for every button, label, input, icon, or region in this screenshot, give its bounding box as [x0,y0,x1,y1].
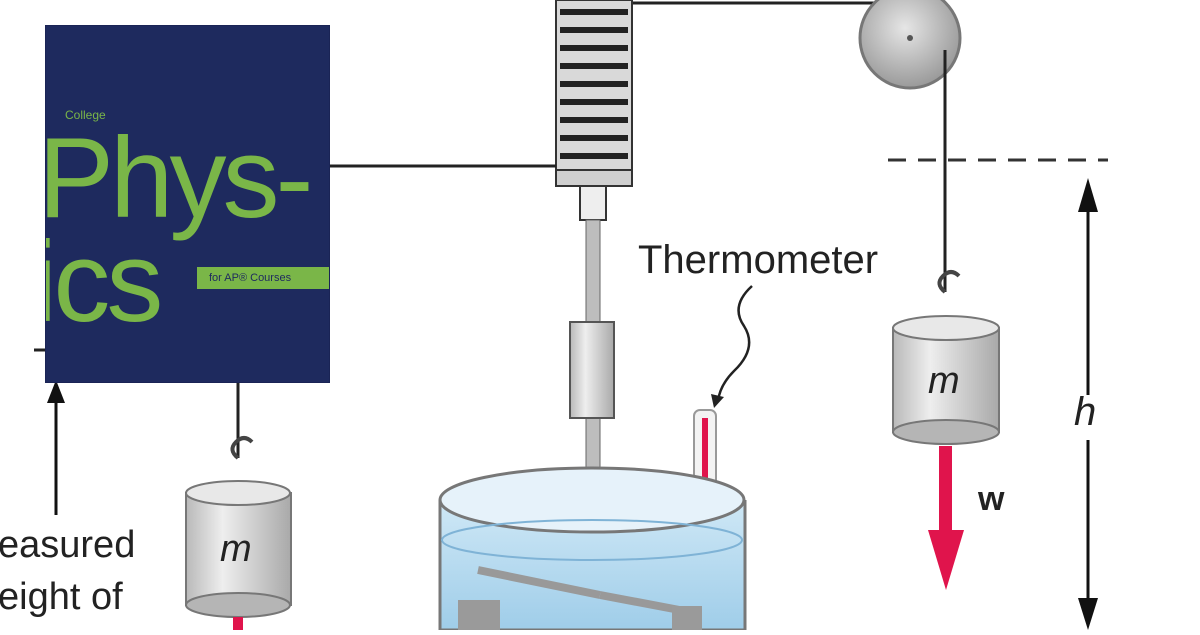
left-arrow [47,380,65,515]
thermometer-label: Thermometer [638,238,879,282]
height-label: h [1074,390,1097,434]
cover-series: College [65,108,106,122]
left-weight-arrow [233,617,243,630]
shaft-coupling [569,321,615,419]
spindle-coil [555,0,633,221]
beaker [438,466,747,632]
caption-line1: easured [0,524,136,566]
thermometer-pointer [716,285,753,402]
mass-left [185,436,292,618]
mass-right-label: m [928,360,960,402]
book-cover: College Phys- ics for AP® Courses [46,26,329,382]
mass-left-label: m [220,528,252,570]
cover-title-line2: ics [46,219,163,346]
height-arrow [1078,178,1098,630]
cover-subtitle: for AP® Courses [197,267,329,289]
weight-label: w [978,480,1005,518]
thermometer-pointer-head [711,394,724,408]
caption-line2: eight of [0,576,123,618]
weight-arrow [928,446,964,590]
mass-right [892,270,1000,445]
cover-title-line1: Phys- [46,115,313,242]
pulley [858,0,962,90]
